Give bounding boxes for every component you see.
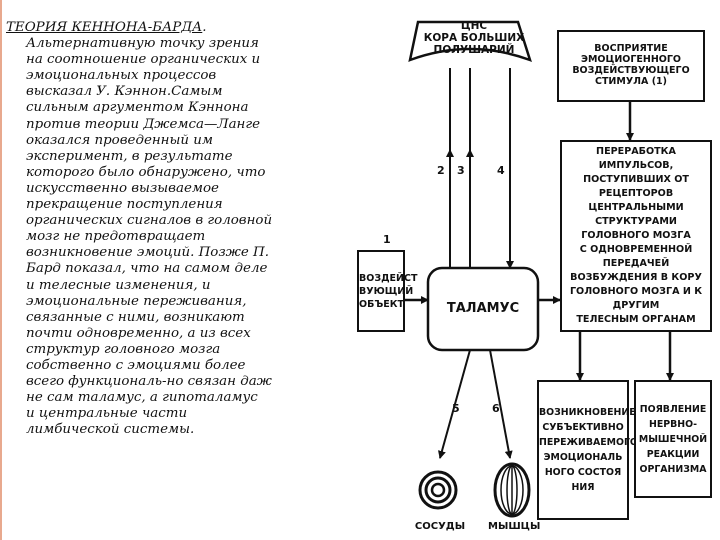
processing-line: ТЕЛЕСНЫМ ОРГАНАМ xyxy=(576,314,696,325)
processing-line: ПЕРЕРАБОТКА ИМПУЛЬСОВ, xyxy=(596,146,676,171)
subjective-line: НИЯ xyxy=(571,482,595,493)
perception-line: ВОЗДЕЙСТВУЮЩЕГО xyxy=(572,65,690,76)
stimulus-line: ВУЮЩИЙ xyxy=(359,285,414,297)
text-line: эксперимент, в результате xyxy=(26,148,233,164)
subjective-line: ПЕРЕЖИВАЕМОГО xyxy=(539,437,638,448)
muscle-icon xyxy=(493,462,531,518)
reaction-line: РЕАКЦИИ xyxy=(646,448,700,460)
text-line: сильным аргументом Кэннона xyxy=(26,100,249,116)
text-line: собственно с эмоциями более xyxy=(26,357,246,373)
arrow-5 xyxy=(438,349,471,459)
text-line: возникновение эмоций. Позже П. xyxy=(26,245,269,261)
cns-shape xyxy=(408,20,532,63)
cns-line: ЦНС xyxy=(460,20,488,32)
processing-line: С ОДНОВРЕМЕННОЙ ПЕРЕДАЧЕЙ xyxy=(579,244,693,269)
cns-line: КОРА БОЛЬШИХ xyxy=(423,32,525,44)
text-line: мозг не предотвращает xyxy=(26,229,206,245)
title-punct: . xyxy=(202,20,207,35)
text-line: органических сигналов в головной xyxy=(26,213,273,229)
arrow-6 xyxy=(489,349,513,459)
text-line: против теории Джемса—Ланге xyxy=(26,116,261,132)
text-line: эмоциональные переживания, xyxy=(26,293,247,309)
reaction-line: ОРГАНИЗМА xyxy=(639,463,707,475)
text-line: которого было обнаружено, что xyxy=(26,164,266,180)
stimulus-line: ОБЪЕКТ xyxy=(359,298,404,310)
arrow-number-4: 4 xyxy=(497,164,505,177)
subjective-line: СУБЪЕКТИВНО xyxy=(542,422,624,433)
vessels-label: СОСУДЫ xyxy=(414,521,466,532)
reaction-box: ПОЯВЛЕНИЕ НЕРВНО- МЫШЕЧНОЙ РЕАКЦИИ ОРГАН… xyxy=(634,380,712,498)
arrow-number-2: 2 xyxy=(437,164,445,177)
processing-line: ВОЗБУЖДЕНИЯ В КОРУ xyxy=(570,272,702,283)
theory-description: ТЕОРИЯ КЕННОНА-БАРДА. Альтернативную точ… xyxy=(6,20,361,438)
processing-line: ПОСТУПИВШИХ ОТ РЕЦЕПТОРОВ xyxy=(583,174,689,199)
thalamus-label: ТАЛАМУС xyxy=(446,301,520,316)
slide-left-border xyxy=(0,0,2,540)
muscles-label: МЫШЦЫ xyxy=(488,521,541,532)
arrow-number-1: 1 xyxy=(383,233,391,246)
text-line: прекращение поступления xyxy=(26,197,223,213)
text-line: структур головного мозга xyxy=(26,341,221,357)
vessel-icon xyxy=(418,470,458,510)
text-line: и центральные части xyxy=(26,406,188,422)
subjective-line: ВОЗНИКНОВЕНИЕ xyxy=(539,407,636,418)
text-line: всего функциональ-но связан даж xyxy=(26,374,272,390)
text-line: оказался проведенный им xyxy=(26,132,214,148)
text-line: эмоциональных процессов xyxy=(26,68,217,84)
arrow-number-3: 3 xyxy=(457,164,465,177)
processing-line: ГОЛОВНОГО МОЗГА xyxy=(581,230,691,241)
text-line: лимбической системы. xyxy=(26,422,195,438)
text-line: высказал У. Кэннон.Самым xyxy=(26,84,223,100)
processing-line: ГОЛОВНОГО МОЗГА И К ДРУГИМ xyxy=(569,286,703,311)
perception-box: ВОСПРИЯТИЕ ЭМОЦИОГЕННОГО ВОЗДЕЙСТВУЮЩЕГО… xyxy=(557,30,705,102)
reaction-line: МЫШЕЧНОЙ xyxy=(638,433,708,445)
subjective-box: ВОЗНИКНОВЕНИЕ СУБЪЕКТИВНО ПЕРЕЖИВАЕМОГО … xyxy=(537,380,638,520)
text-line: Альтернативную точку зрения xyxy=(26,36,259,52)
reaction-line: НЕРВНО- xyxy=(649,418,697,430)
text-line: связанные с ними, возникают xyxy=(26,309,245,325)
subjective-line: НОГО СОСТОЯ xyxy=(544,467,622,478)
perception-line: СТИМУЛА (1) xyxy=(594,75,668,87)
perception-line: ВОСПРИЯТИЕ ЭМОЦИОГЕННОГО xyxy=(581,43,681,66)
text-line: не сам таламус, а гипоталамус xyxy=(26,390,258,406)
subjective-line: ЭМОЦИОНАЛЬ xyxy=(543,452,623,463)
theory-title: ТЕОРИЯ КЕННОНА-БАРДА xyxy=(6,20,203,35)
stimulus-object-box: ВОЗДЕЙСТ ВУЮЩИЙ ОБЪЕКТ xyxy=(357,250,418,332)
processing-box: ПЕРЕРАБОТКА ИМПУЛЬСОВ, ПОСТУПИВШИХ ОТ РЕ… xyxy=(560,140,712,332)
arrow-number-5: 5 xyxy=(452,402,460,415)
cns-line: ПОЛУШАРИЙ xyxy=(433,44,515,56)
arrow-number-6: 6 xyxy=(492,402,500,415)
thalamus-shape xyxy=(426,266,540,352)
text-line: искусственно вызываемое xyxy=(26,180,219,196)
text-line: почти одновременно, а из всех xyxy=(26,325,251,341)
text-line: и телесные изменения, и xyxy=(26,277,211,293)
reaction-line: ПОЯВЛЕНИЕ xyxy=(639,403,707,415)
processing-line: ЦЕНТРАЛЬНЫМИ СТРУКТУРАМИ xyxy=(588,202,684,227)
cns-label: ЦНС КОРА БОЛЬШИХ ПОЛУШАРИЙ xyxy=(418,20,530,56)
text-line: Бард показал, что на самом деле xyxy=(26,261,268,277)
text-line: на соотношение органических и xyxy=(26,52,261,68)
stimulus-line: ВОЗДЕЙСТ xyxy=(359,272,418,284)
